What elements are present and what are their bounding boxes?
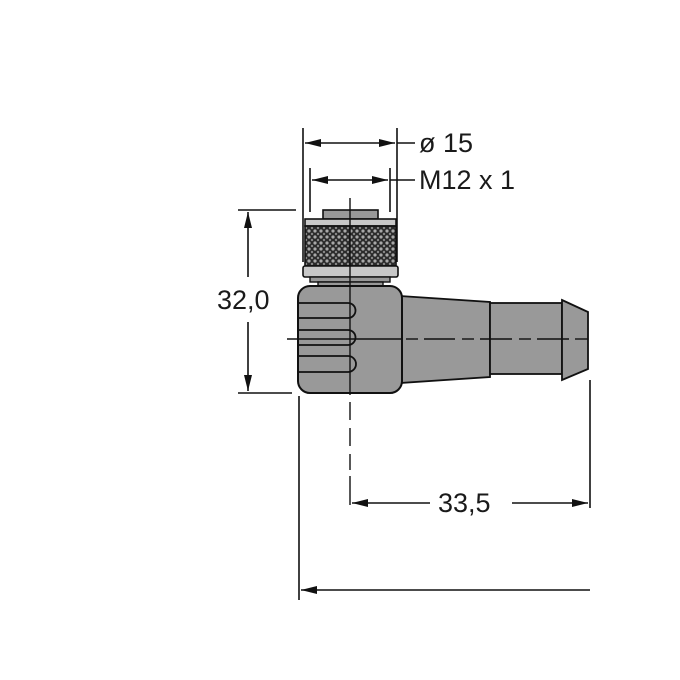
offset-label: 33,5 bbox=[438, 488, 491, 518]
extension-lines bbox=[298, 380, 591, 600]
center-lines bbox=[287, 198, 588, 505]
thread-dimension bbox=[309, 168, 415, 212]
thread-label: M12 x 1 bbox=[419, 165, 516, 195]
height-label: 32,0 bbox=[217, 285, 270, 315]
diameter-label: ø 15 bbox=[419, 128, 474, 158]
